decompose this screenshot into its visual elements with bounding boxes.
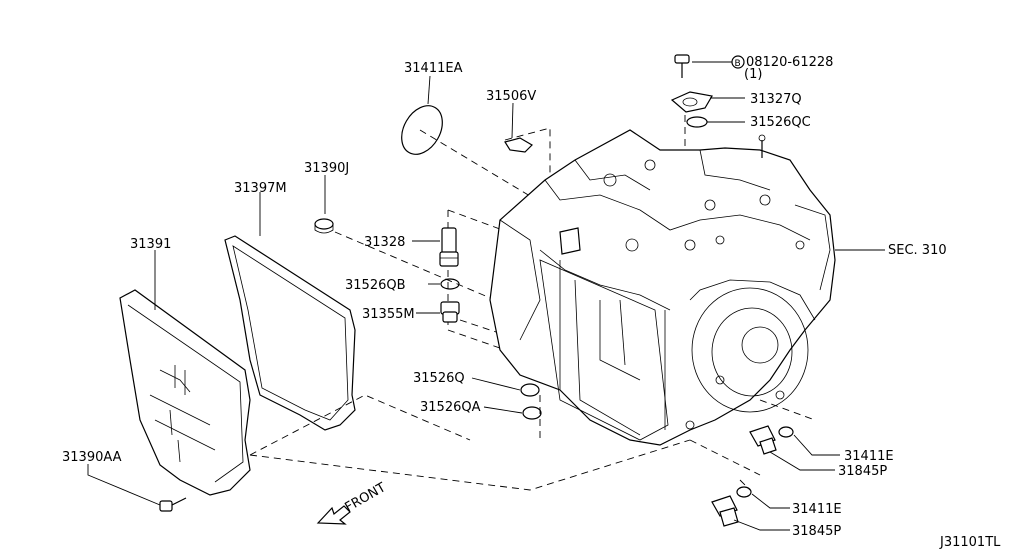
bolt-31390aa [159,497,187,512]
front-arrow [316,505,351,525]
svg-text:B: B [735,59,741,69]
label-sec-310: SEC. 310 [888,243,947,258]
washer-31390j [314,218,334,234]
label-31526qa: 31526QA [420,400,481,415]
label-08120-61228: 08120-61228 [746,55,833,70]
label-31526qc: 31526QC [750,115,811,130]
drawing-number: J31101TL [939,535,1001,550]
bolt-08120 [674,54,690,78]
label-31506v: 31506V [486,89,536,104]
label-31526qb: 31526QB [345,278,406,293]
label-31526q: 31526Q [413,371,465,386]
seal-31506v [504,137,533,153]
washer-31411e-upper [778,426,794,438]
label-31411e-lower: 31411E [792,502,842,517]
label-31390aa: 31390AA [62,450,122,465]
label-08120-qty: (1) [744,67,762,82]
cover-31327q [670,91,713,113]
label-31845p-upper: 31845P [838,464,887,479]
drain-plug-31845p-lower [711,495,739,527]
oil-pan [119,289,251,496]
label-31397m: 31397M [234,181,287,196]
washer-31411e-lower [736,486,752,498]
label-31355m: 31355M [362,307,415,322]
front-label: FRONT [343,480,389,515]
plug-31355m [440,301,460,323]
o-ring-31526qb [440,278,460,290]
label-31411e-upper: 31411E [844,449,894,464]
label-31845p-lower: 31845P [792,524,841,539]
label-31390j: 31390J [304,161,349,176]
label-31411ea: 31411EA [404,61,463,76]
drain-plug-31845p-upper [749,425,777,455]
oil-pan-gasket [224,235,356,431]
o-ring-31526q [520,383,540,397]
o-ring-31526qa [522,406,542,420]
leader-lines [87,61,885,531]
sensor-31328 [439,227,459,267]
label-31328: 31328 [364,235,405,250]
transmission-case [489,129,836,446]
o-ring-31411ea [401,105,443,155]
label-31391: 31391 [130,237,171,252]
o-ring-31526qc [686,116,708,128]
label-31327q: 31327Q [750,92,802,107]
bolt-symbol-icon: B [731,55,745,69]
